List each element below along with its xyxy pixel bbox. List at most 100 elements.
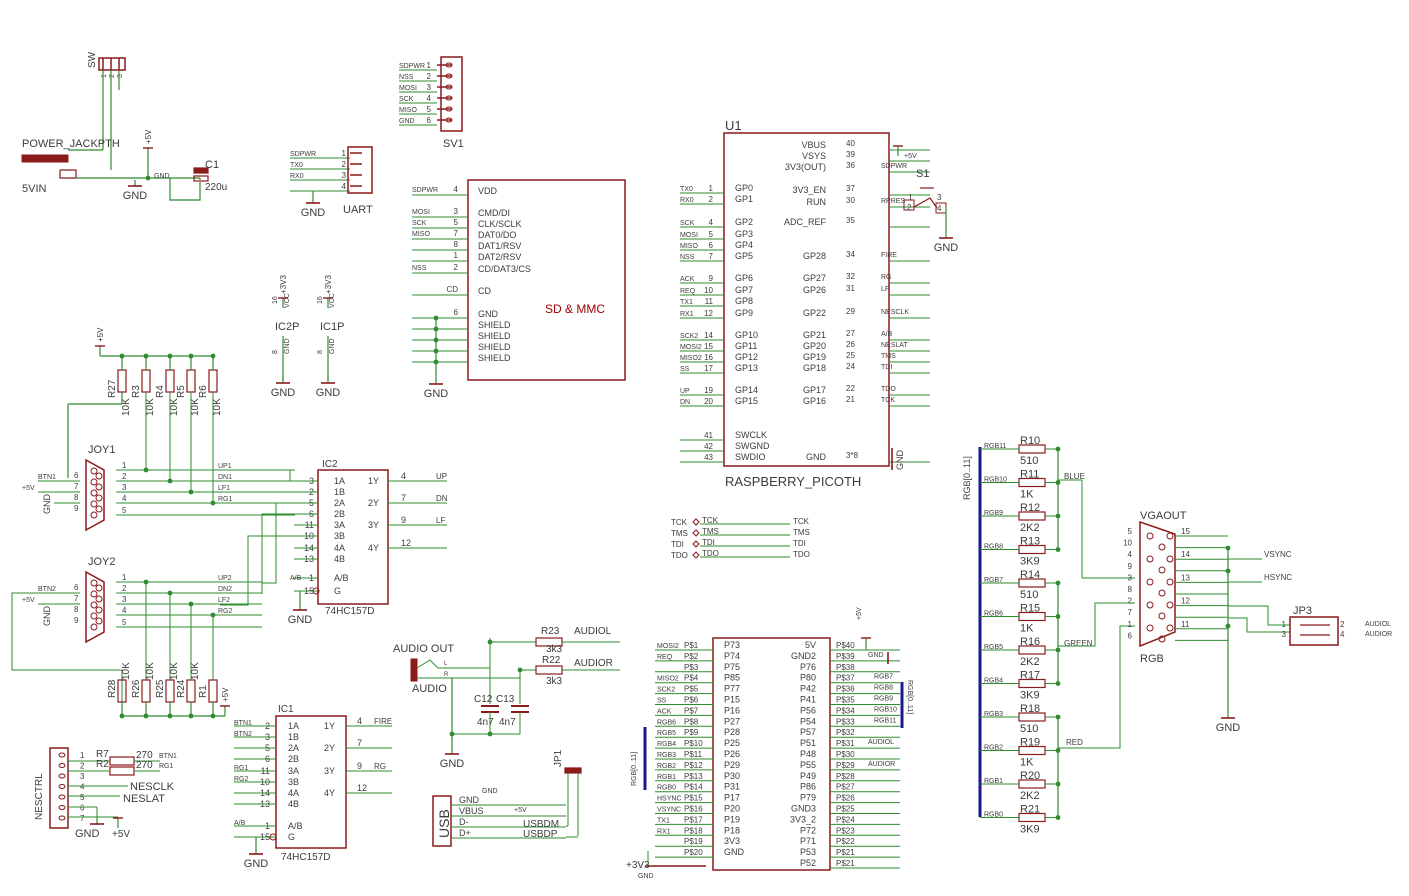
gnd-net: GND <box>284 338 291 354</box>
pi-pin: P$31 <box>836 739 855 748</box>
sd-pin-name: SHIELD <box>478 331 511 341</box>
jtag-port <box>692 551 700 559</box>
pi-pin-name: P79 <box>800 793 816 803</box>
junction-dot <box>1225 545 1231 551</box>
sd-net: SDPWR <box>412 187 438 194</box>
vga-pin <box>1166 601 1174 609</box>
joy-pin: 2 <box>122 472 127 481</box>
vga-pin-num: 2 <box>1128 597 1133 606</box>
jp1-body <box>564 767 582 774</box>
resistor-value: 10K <box>145 662 156 680</box>
vga-pin <box>1166 624 1174 632</box>
pico-pin-num: 43 <box>704 453 713 462</box>
pi-net: ACK <box>657 708 672 715</box>
pi-net: TX1 <box>657 817 670 824</box>
pi-pin: P$6 <box>684 696 699 705</box>
pi-pin-name: P15 <box>724 695 740 705</box>
rgb-bus-label: RGB[0..11] <box>962 456 972 500</box>
ic-net: LF <box>436 516 445 525</box>
ic1-label: IC1 <box>278 704 294 715</box>
junction-dot <box>145 175 151 181</box>
nesctrl-pin <box>58 794 66 800</box>
joy-net: LF1 <box>218 485 230 492</box>
pico-net: ACK <box>680 276 695 283</box>
resistor-name: R27 <box>107 379 118 398</box>
pico-pin-num: 10 <box>704 286 713 295</box>
resistor-name: R28 <box>107 679 118 698</box>
pi-pin-name: 3V3 <box>724 836 740 846</box>
pico-pin-num: 42 <box>704 442 713 451</box>
nesctrl-pin-num: 6 <box>80 804 85 813</box>
junction-dot <box>188 353 194 359</box>
resistor-name: R7 <box>96 749 109 760</box>
pico-net: FIRE <box>881 252 897 259</box>
sd-pin-name: CLK/SCLK <box>478 219 522 229</box>
uart-pin: 1 <box>342 149 347 158</box>
jp3-wire <box>1228 617 1290 633</box>
supply-label: +3V3 <box>279 275 288 294</box>
v5in-label: 5VIN <box>22 183 47 195</box>
jp3-net: AUDIOL <box>1365 621 1391 628</box>
resistor-value: 1K <box>1020 623 1034 635</box>
nesclk-label: NESCLK <box>130 781 175 793</box>
pi-pin-name: P42 <box>800 684 816 694</box>
pico-net: MISO2 <box>680 355 702 362</box>
pico-net: RX0 <box>680 197 694 204</box>
pico-net: SS <box>680 366 690 373</box>
pi-pin: P$25 <box>836 805 855 814</box>
uart-pin: 4 <box>342 182 347 191</box>
ic-pin-name: 4A <box>334 543 345 553</box>
sv1-pin-mark <box>445 73 453 79</box>
audio-wire <box>416 659 490 669</box>
ic2-label: IC2 <box>322 459 338 470</box>
pico-pin-num: 25 <box>846 351 855 360</box>
pi-pin: P$21 <box>836 848 855 857</box>
sw-label: SW <box>87 51 98 68</box>
resistor-value: 1K <box>1020 489 1034 501</box>
s1-pin: 3 <box>937 193 942 202</box>
vga-pin-num: 12 <box>1181 597 1190 606</box>
joy-net: UP2 <box>218 575 232 582</box>
c1-wire <box>169 178 201 201</box>
ic-net: A/B <box>234 820 246 827</box>
sd-pin-num: 1 <box>454 251 459 260</box>
pi-pin: P$18 <box>684 826 703 835</box>
pi-pin: P$39 <box>836 652 855 661</box>
resistor <box>109 756 135 766</box>
pi-pin-name: P85 <box>724 673 740 683</box>
rgb-net: RGB4 <box>984 678 1003 685</box>
resistor-name: R15 <box>1020 603 1040 615</box>
junction-dot <box>1055 547 1061 552</box>
vga-pin-num: 9 <box>1128 562 1133 571</box>
nesctrl-pin <box>58 773 66 779</box>
joy-pin: 9 <box>74 504 79 513</box>
vga-pin <box>1146 578 1154 586</box>
pi-pin: P$3 <box>684 663 699 672</box>
pi-pin: P$19 <box>684 837 703 846</box>
pico-pin-name: VSYS <box>802 151 826 161</box>
ic-pin-name: 2B <box>334 509 345 519</box>
uart-body <box>347 146 373 194</box>
jtag-net: TCK <box>702 516 719 525</box>
pico-net: TCK <box>881 397 895 404</box>
junction-dot <box>143 579 149 585</box>
pico-net: SCK2 <box>680 333 698 340</box>
vga-pin-num: 10 <box>1123 539 1132 548</box>
junction-dot <box>433 337 439 343</box>
pi-pin: P$16 <box>684 805 703 814</box>
sd-pin-num: 8 <box>454 240 459 249</box>
resistor-value: 510 <box>1020 589 1038 601</box>
s1-pin: 4 <box>937 204 942 213</box>
uart-label: UART <box>343 204 373 216</box>
joy2-pin <box>90 612 98 620</box>
sv1-pin: 1 <box>427 61 432 70</box>
usb-pin: D+ <box>459 828 471 838</box>
pico-pin-name: GP8 <box>735 296 753 306</box>
junction-dot <box>433 326 439 332</box>
pico-pin-name: GP9 <box>735 308 753 318</box>
sd-pin-num: 6 <box>454 308 459 317</box>
pico-pin-name: SWCLK <box>735 430 767 440</box>
pi-pin: P$40 <box>836 641 855 650</box>
resistor-value: 2K2 <box>1020 656 1040 668</box>
pi-pin-name: P48 <box>800 749 816 759</box>
